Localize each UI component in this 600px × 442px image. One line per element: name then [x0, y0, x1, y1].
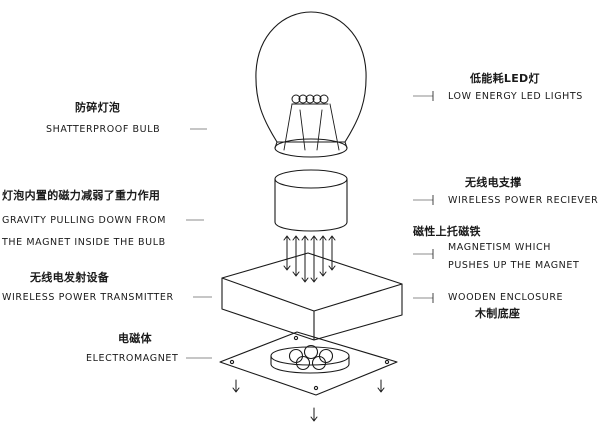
enclosure-label-zh: 木制底座 — [475, 307, 521, 320]
magnetic-arrows-icon — [283, 235, 336, 283]
enclosure-label-en: WOODEN ENCLOSURE — [448, 292, 564, 303]
down-arrows-icon — [232, 379, 385, 422]
receiver-label-en: WIRELESS POWER RECIEVER — [448, 195, 599, 206]
bulb-label-en: SHATTERPROOF BULB — [46, 124, 161, 135]
filament-supports — [283, 103, 340, 151]
gravity-label-en-1: GRAVITY PULLING DOWN FROM — [2, 215, 167, 226]
electromagnet-icon — [270, 344, 350, 374]
led-label-zh: 低能耗LED灯 — [470, 72, 540, 85]
bulb-glass — [255, 11, 367, 143]
magnet-label-zh: 磁性上托磁铁 — [413, 225, 481, 238]
bulb-label-zh: 防碎灯泡 — [75, 101, 121, 114]
leader-lines — [186, 91, 434, 359]
led-label-en: LOW ENERGY LED LIGHTS — [448, 91, 583, 102]
transmitter-label-en: WIRELESS POWER TRANSMITTER — [2, 292, 174, 303]
transmitter-label-zh: 无线电发射设备 — [30, 271, 110, 284]
receiver-cylinder — [274, 169, 348, 232]
bulb-neck — [274, 141, 348, 149]
receiver-label-zh: 无线电支撑 — [465, 176, 522, 189]
gravity-label-en-2: THE MAGNET INSIDE THE BULB — [2, 237, 166, 248]
electromagnet-label-en: ELECTROMAGNET — [86, 353, 179, 364]
electromagnet-label-zh: 电磁体 — [118, 332, 152, 345]
magnet-label-en-1: MAGNETISM WHICH — [448, 242, 551, 253]
led-coil-icon — [291, 94, 329, 105]
wooden-enclosure-box — [221, 252, 403, 341]
magnet-label-en-2: PUSHES UP THE MAGNET — [448, 260, 580, 271]
base-plate — [219, 331, 398, 396]
gravity-label-zh: 灯泡内置的磁力减弱了重力作用 — [2, 189, 161, 202]
